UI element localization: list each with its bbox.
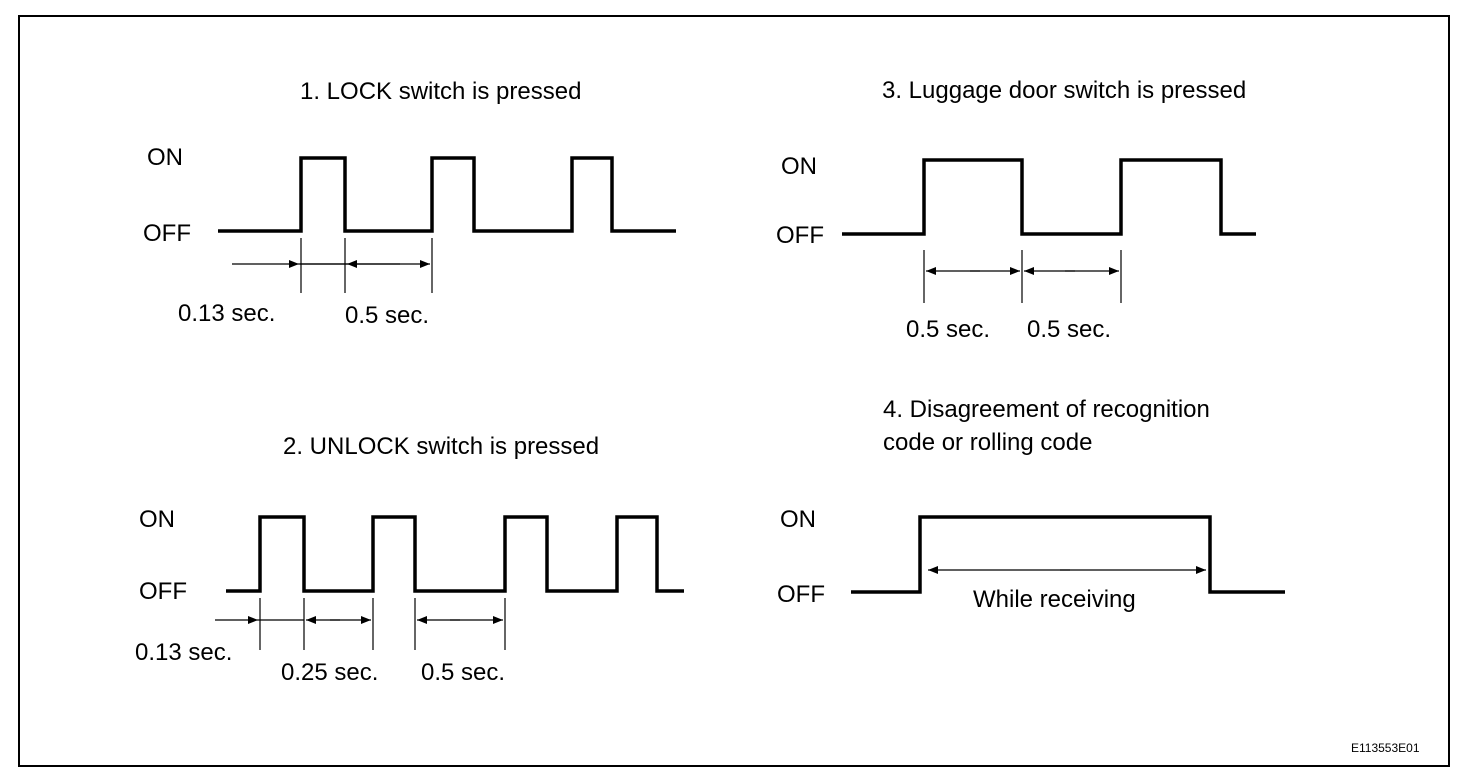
dimension-label: 0.5 sec.: [345, 302, 429, 329]
dimension-label: 0.13 sec.: [178, 300, 275, 327]
unlock-waveform: [226, 515, 684, 593]
diagram-title: 1. LOCK switch is pressed: [300, 78, 581, 105]
on-label: ON: [147, 144, 183, 171]
dimension-label: 0.25 sec.: [281, 659, 378, 686]
dimension-label: 0.5 sec.: [1027, 316, 1111, 343]
diagram-title-line1: 4. Disagreement of recognition: [883, 396, 1210, 423]
diagram-lock: 1. LOCK switch is pressed ON OFF 0.13 se…: [143, 78, 676, 329]
diagram-title: 3. Luggage door switch is pressed: [882, 77, 1246, 104]
dimension-label: While receiving: [973, 586, 1136, 613]
luggage-waveform: [842, 158, 1256, 236]
on-label: ON: [139, 506, 175, 533]
on-label: ON: [780, 506, 816, 533]
diagram-title: 2. UNLOCK switch is pressed: [283, 433, 599, 460]
figure-frame: [18, 15, 1450, 767]
on-label: ON: [781, 153, 817, 180]
off-label: OFF: [777, 581, 825, 608]
dimension-label: 0.5 sec.: [421, 659, 505, 686]
lock-waveform: [218, 156, 676, 233]
dimension-lines: [923, 250, 1122, 303]
diagram-unlock: 2. UNLOCK switch is pressed ON OFF 0.13 …: [135, 433, 684, 686]
dimension-label: 0.13 sec.: [135, 639, 232, 666]
off-label: OFF: [139, 578, 187, 605]
dimension-label: 0.5 sec.: [906, 316, 990, 343]
dimension-lines: [215, 598, 506, 650]
diagram-luggage-door: 3. Luggage door switch is pressed ON OFF…: [776, 77, 1256, 343]
figure-code: E113553E01: [1351, 741, 1420, 755]
dimension-lines: [232, 238, 433, 293]
diagram-disagreement: 4. Disagreement of recognition code or r…: [777, 396, 1285, 613]
off-label: OFF: [776, 222, 824, 249]
diagram-title-line2: code or rolling code: [883, 429, 1092, 456]
off-label: OFF: [143, 220, 191, 247]
disagreement-waveform: [851, 515, 1285, 594]
